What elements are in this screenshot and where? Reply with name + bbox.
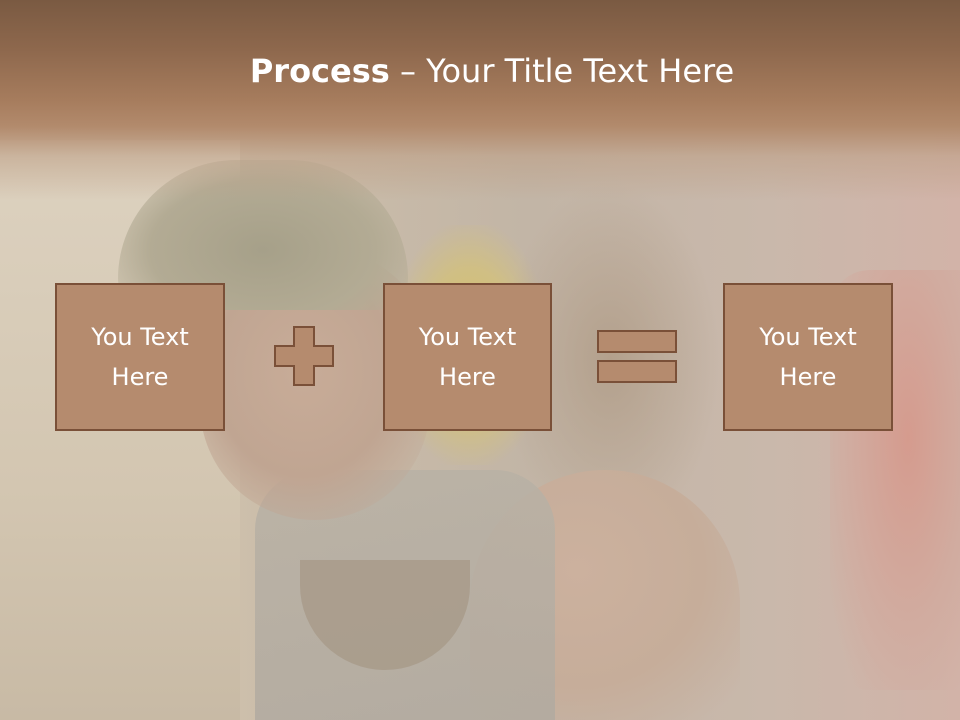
plus-icon [274,326,334,386]
process-box-2-label: You Text Here [418,323,517,391]
slide-title[interactable]: Process – Your Title Text Here [0,52,960,90]
title-band [0,0,960,200]
process-box-1-label: You Text Here [91,323,189,391]
title-bold: Process [249,52,390,90]
equals-icon [597,330,677,383]
title-rest: – Your Title Text Here [389,52,735,90]
process-box-2[interactable]: You Text Here [383,283,552,431]
process-box-3-label: You Text Here [759,323,857,391]
process-box-3[interactable]: You Text Here [723,283,893,431]
process-box-1[interactable]: You Text Here [55,283,225,431]
